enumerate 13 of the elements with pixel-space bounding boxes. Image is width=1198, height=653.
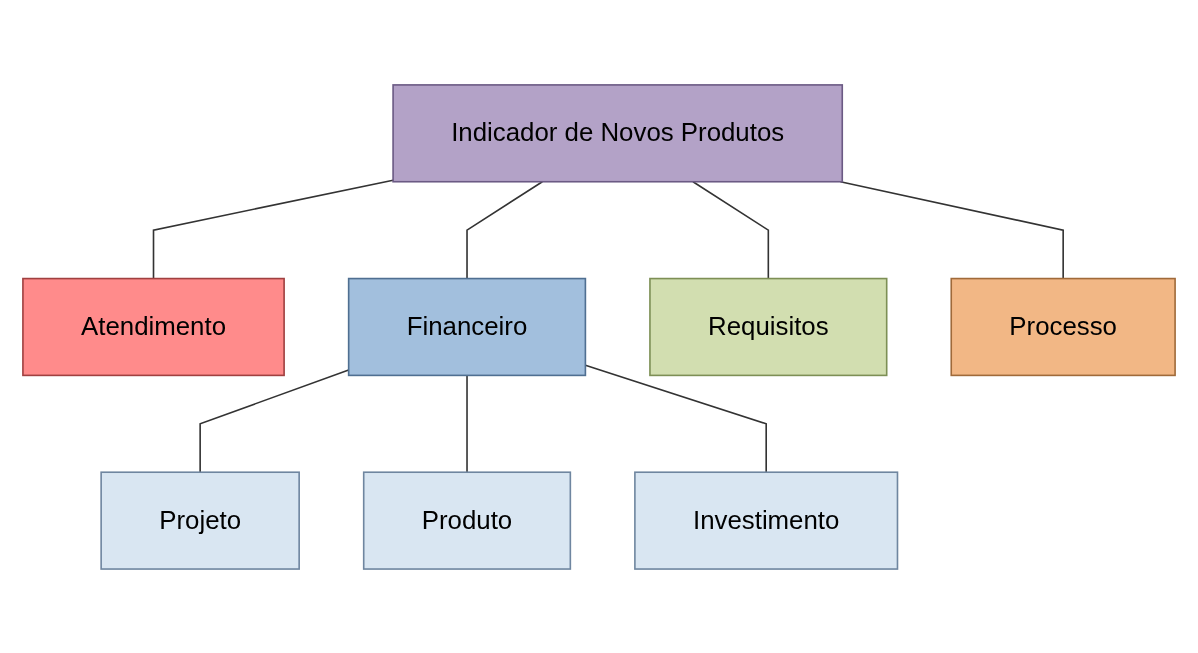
node-box: Indicador de Novos Produtos bbox=[392, 83, 844, 183]
node-box: Projeto bbox=[100, 470, 300, 570]
node-box: Investimento bbox=[634, 470, 899, 570]
node-box: Financeiro bbox=[347, 277, 587, 376]
node-box: Processo bbox=[950, 277, 1176, 376]
node-box: Atendimento bbox=[22, 277, 285, 376]
node-box: Requisitos bbox=[649, 277, 888, 376]
connector bbox=[466, 180, 544, 279]
connector bbox=[692, 180, 770, 279]
connector bbox=[466, 374, 468, 473]
connector bbox=[152, 178, 394, 279]
connector bbox=[199, 368, 350, 473]
node-box: Produto bbox=[362, 470, 572, 570]
